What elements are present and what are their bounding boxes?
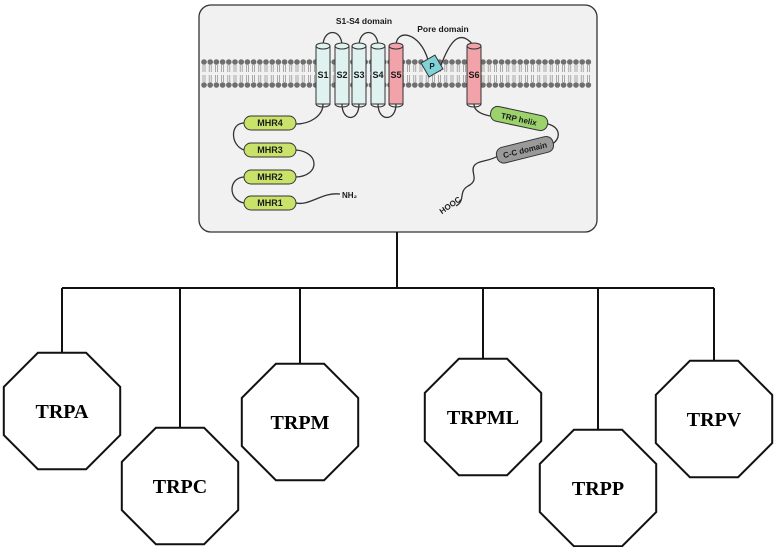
s1-s4-domain-label: S1-S4 domain xyxy=(336,16,392,26)
family-label: TRPC xyxy=(153,476,207,498)
mhr-domain-mhr4: MHR4 xyxy=(243,115,297,131)
connecting-loops xyxy=(231,31,559,207)
helix-label: S3 xyxy=(353,70,364,80)
mhr-label: MHR4 xyxy=(257,118,283,128)
family-label: TRPML xyxy=(447,407,519,429)
family-tree-lines xyxy=(61,232,715,436)
family-trpml: TRPML xyxy=(423,357,543,477)
family-label: TRPV xyxy=(687,409,742,431)
helix-label: S1 xyxy=(317,70,328,80)
octagon-shape xyxy=(120,426,240,546)
helix-s5: S5 xyxy=(388,42,404,108)
family-label: TRPA xyxy=(36,401,90,423)
octagon-shape xyxy=(2,351,122,471)
octagon-shape xyxy=(538,428,658,547)
pore-loop-label: P xyxy=(429,62,435,71)
octagon-shape xyxy=(423,357,543,477)
trp-helix: TRP helix xyxy=(489,105,549,132)
helix-s4: S4 xyxy=(370,42,386,108)
helix-s6: S6 xyxy=(466,42,482,108)
family-trpc: TRPC xyxy=(120,426,240,546)
helix-label: S2 xyxy=(336,70,347,80)
family-trpa: TRPA xyxy=(2,351,122,471)
family-trpm: TRPM xyxy=(240,362,360,482)
octagon-shape xyxy=(654,359,774,479)
helix-s2: S2 xyxy=(334,42,350,108)
helix-label: S4 xyxy=(372,70,383,80)
helix-s3: S3 xyxy=(351,42,367,108)
helix-label: S6 xyxy=(468,70,479,80)
mhr-label: MHR2 xyxy=(257,172,283,182)
trp-families: TRPA TRPC TRPM TRPML TRPP TRPV xyxy=(2,351,774,547)
octagon-shape xyxy=(240,362,360,482)
mhr-domain-mhr3: MHR3 xyxy=(243,142,297,158)
helix-label: S5 xyxy=(390,70,401,80)
pore-loop-shape xyxy=(420,54,444,78)
transmembrane-helices: S1 S2 S3 S4 S5 S6 xyxy=(315,42,482,108)
mhr-domain-mhr1: MHR1 xyxy=(243,195,297,211)
mhr-label: MHR1 xyxy=(257,198,283,208)
helix-s1: S1 xyxy=(315,42,331,108)
mhr-domain-mhr2: MHR2 xyxy=(243,169,297,185)
pore-domain-label: Pore domain xyxy=(417,24,468,34)
mhr-label: MHR3 xyxy=(257,145,283,155)
pore-loop: P xyxy=(420,54,444,78)
n-terminus-label: NH₂ xyxy=(342,191,358,200)
cc-domain: C-C domain xyxy=(495,135,555,164)
family-label: TRPM xyxy=(271,412,330,434)
family-trpv: TRPV xyxy=(654,359,774,479)
family-label: TRPP xyxy=(572,478,624,500)
family-trpp: TRPP xyxy=(538,428,658,547)
